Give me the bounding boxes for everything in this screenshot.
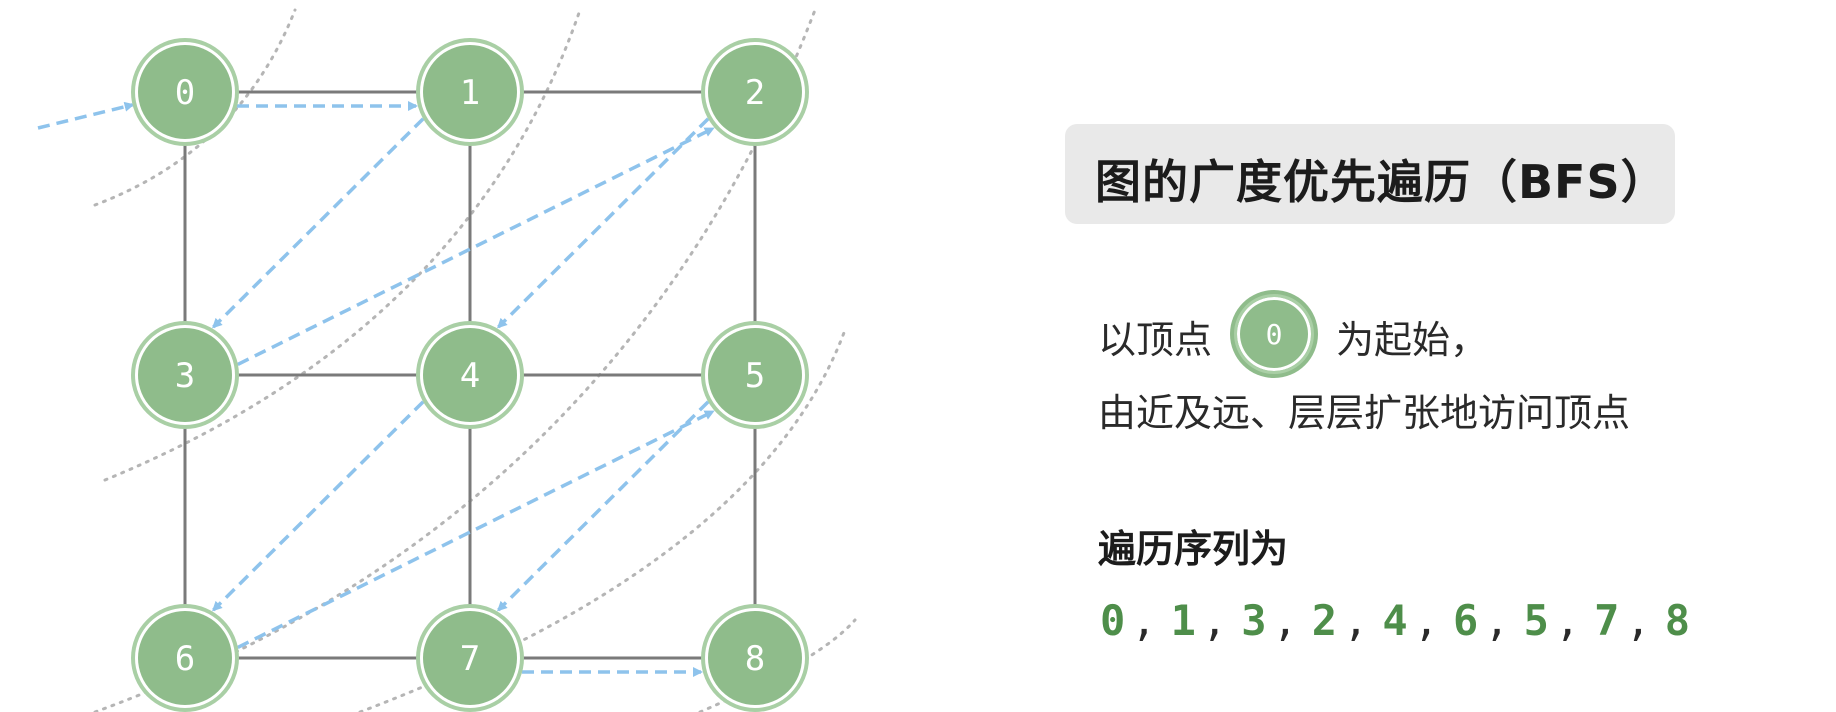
traversal-arrow-2-to-4 — [497, 117, 710, 329]
sequence-separator: , — [1413, 596, 1439, 645]
vertex-label: 7 — [460, 639, 480, 679]
vertex-label: 4 — [460, 356, 480, 396]
layer-arc-1 — [103, 8, 582, 482]
description-prefix: 以顶点 — [1098, 317, 1213, 362]
start-vertex-badge: 0 — [1234, 294, 1315, 374]
vertex-7: 7 — [416, 604, 524, 712]
traversal-arrow-5-to-7 — [497, 400, 710, 612]
sequence-separator: , — [1272, 596, 1298, 645]
traversal-arrows — [37, 101, 715, 677]
vertex-8: 8 — [701, 604, 809, 712]
description-line-1: 以顶点 0 为起始， — [1098, 294, 1489, 376]
vertex-6: 6 — [131, 604, 239, 712]
sequence-separator: , — [1131, 596, 1157, 645]
traversal-arrow-start-to-0 — [37, 101, 135, 130]
vertex-1: 1 — [416, 38, 524, 146]
sequence-item: 3 — [1241, 596, 1267, 645]
vertex-label: 3 — [175, 356, 195, 396]
vertex-3: 3 — [131, 321, 239, 429]
sequence-item: 0 — [1100, 596, 1126, 645]
sequence-separator: , — [1625, 596, 1651, 645]
sequence-item: 7 — [1594, 596, 1620, 645]
vertex-fill — [138, 328, 232, 422]
vertex-label: 1 — [460, 73, 480, 113]
vertex-label: 5 — [745, 356, 765, 396]
sequence-separator: , — [1343, 596, 1369, 645]
vertex-label: 2 — [745, 73, 765, 113]
sequence-separator: , — [1484, 596, 1510, 645]
traversal-arrow-6-to-5 — [237, 409, 715, 649]
vertex-fill — [423, 611, 517, 705]
sequence-separator: , — [1201, 596, 1228, 645]
vertex-0: 0 — [131, 38, 239, 146]
title: 图的广度优先遍历（BFS） — [1095, 155, 1668, 209]
vertex-label: 0 — [175, 73, 195, 113]
sequence-heading: 遍历序列为 — [1098, 527, 1289, 571]
traversal-sequence: 0,1,3,2,4,6,5,7,8 — [1100, 596, 1690, 645]
bfs-graph-diagram: 0 1 2 3 4 5 6 7 8 — [37, 8, 857, 712]
sequence-item: 2 — [1311, 596, 1338, 645]
vertex-fill — [708, 611, 802, 705]
vertex-fill — [138, 611, 232, 705]
vertex-fill — [423, 328, 517, 422]
sequence-item: 6 — [1452, 596, 1479, 645]
sequence-separator: , — [1554, 596, 1581, 645]
graph-nodes: 0 1 2 3 4 5 6 7 8 — [131, 38, 809, 712]
vertex-fill — [138, 45, 232, 139]
vertex-label: 6 — [175, 639, 195, 679]
description-line-2: 由近及远、层层扩张地访问顶点 — [1098, 391, 1631, 435]
description-suffix: 为起始， — [1336, 317, 1489, 362]
layer-arc-2 — [93, 8, 817, 712]
traversal-arrow-3-to-2 — [237, 126, 715, 366]
vertex-fill — [708, 45, 802, 139]
traversal-arrow-1-to-3 — [212, 117, 425, 329]
vertex-2: 2 — [701, 38, 809, 146]
traversal-arrow-4-to-6 — [212, 400, 425, 612]
vertex-fill — [708, 328, 802, 422]
sequence-item: 4 — [1382, 596, 1408, 645]
vertex-5: 5 — [701, 321, 809, 429]
title-box — [1065, 124, 1675, 224]
sequence-item: 8 — [1664, 596, 1691, 645]
vertex-4: 4 — [416, 321, 524, 429]
vertex-fill — [423, 45, 517, 139]
vertex-label: 8 — [745, 639, 765, 679]
sequence-item: 5 — [1523, 596, 1549, 645]
sequence-item: 1 — [1170, 596, 1196, 645]
